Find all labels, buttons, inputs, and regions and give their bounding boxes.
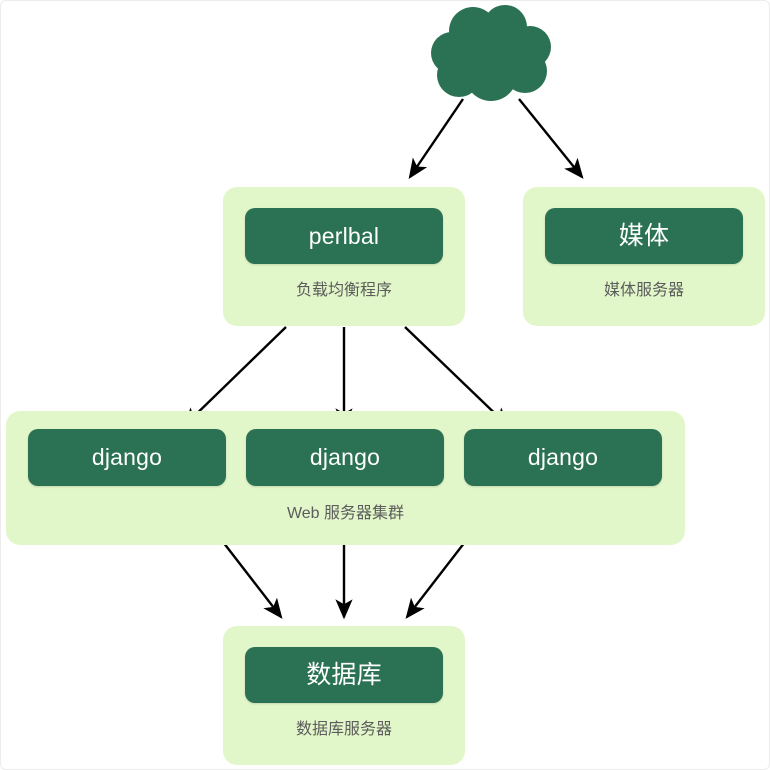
caption-database: 数据库服务器 — [295, 721, 392, 738]
internet-cloud[interactable] — [425, 5, 557, 105]
node-django-3-label: django — [527, 444, 599, 470]
node-database-label: 数据库 — [306, 660, 382, 689]
node-media[interactable]: 媒体 — [545, 208, 743, 264]
group-load-balancer[interactable]: perlbal 负载均衡程序 — [223, 187, 465, 326]
edge-cloud-to-media — [518, 98, 584, 179]
node-media-label: 媒体 — [618, 221, 670, 250]
node-django-1-label: django — [91, 444, 163, 470]
node-django-2-label: django — [309, 444, 381, 470]
caption-media-server: 媒体服务器 — [603, 282, 684, 299]
node-database[interactable]: 数据库 — [245, 647, 443, 703]
node-perlbal-label: perlbal — [308, 222, 380, 249]
group-web-cluster[interactable]: django django django Web 服务器集群 — [6, 411, 685, 545]
node-perlbal[interactable]: perlbal — [245, 208, 443, 264]
caption-web-cluster: Web 服务器集群 — [286, 505, 405, 522]
node-django-1[interactable]: django — [28, 429, 226, 486]
group-media-server[interactable]: 媒体 媒体服务器 — [523, 187, 765, 326]
caption-load-balancer: 负载均衡程序 — [295, 282, 392, 299]
node-django-2[interactable]: django — [246, 429, 444, 486]
edge-cloud-to-perlbal — [408, 98, 464, 179]
group-database[interactable]: 数据库 数据库服务器 — [223, 626, 465, 765]
node-django-3[interactable]: django — [464, 429, 662, 486]
